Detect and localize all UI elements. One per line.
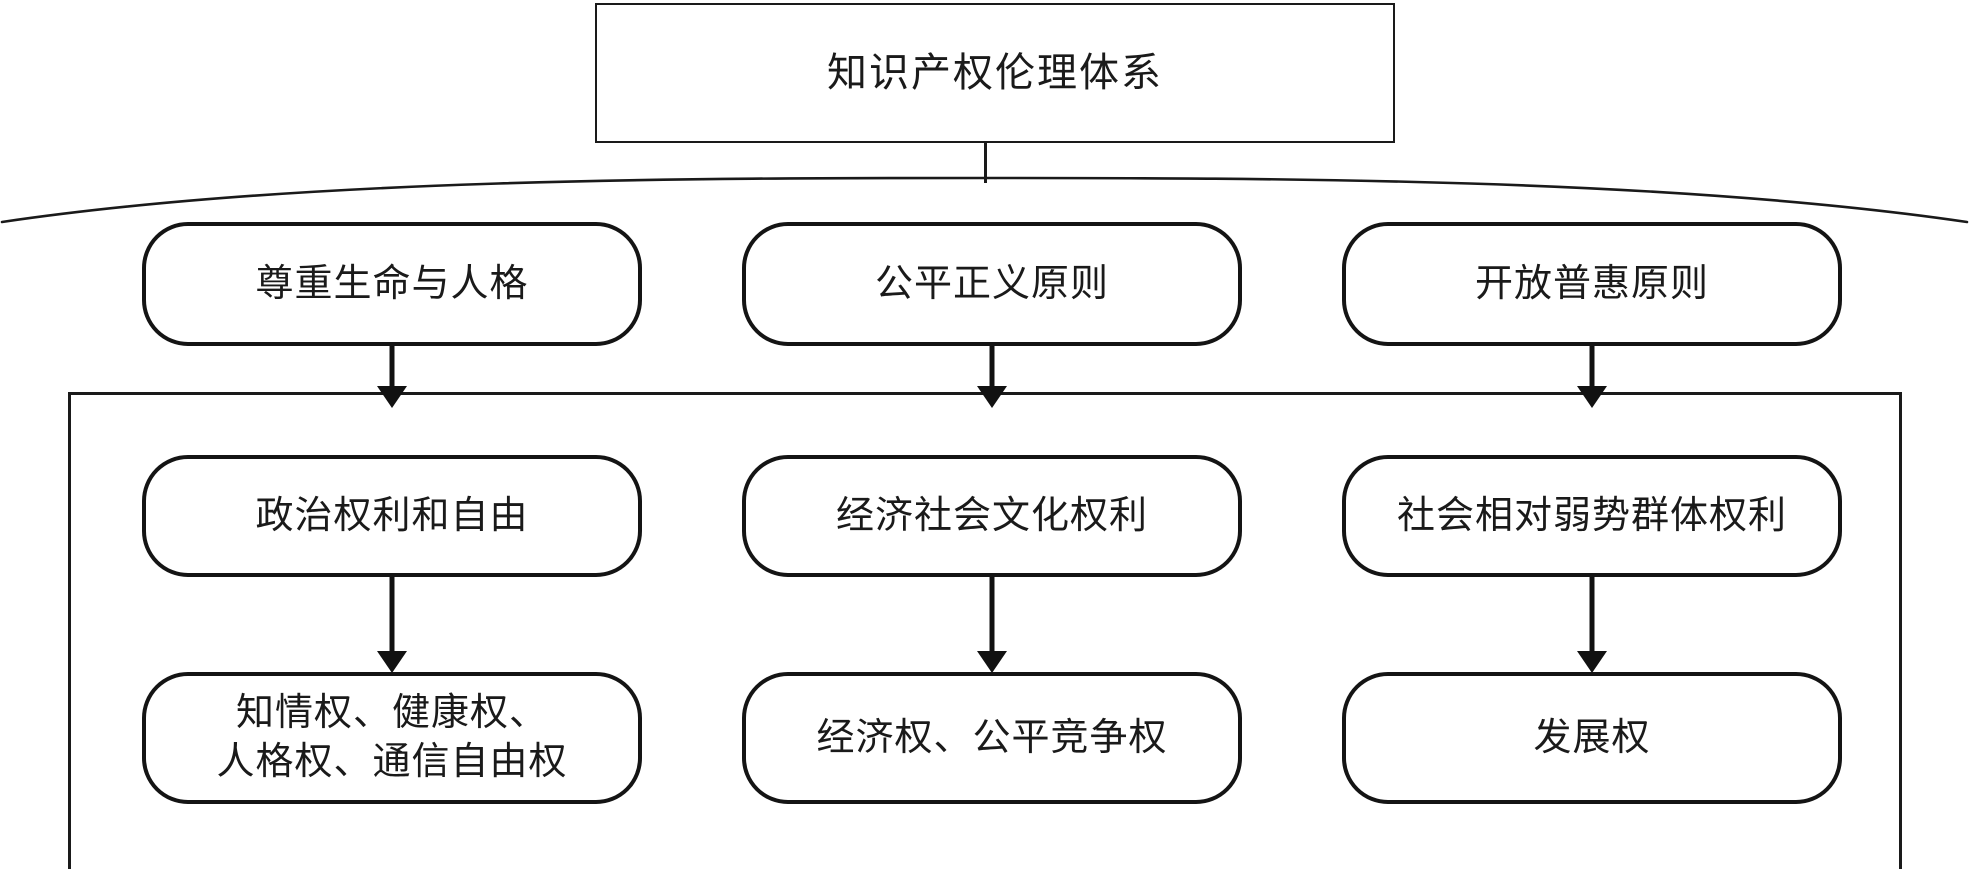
principle-label-1: 尊重生命与人格: [255, 262, 529, 305]
category-box-1: 政治权利和自由: [142, 455, 642, 577]
arrow-category-1-to-rights-1: [372, 577, 412, 673]
principle-box-3: 开放普惠原则: [1342, 222, 1842, 346]
root-node-box: 知识产权伦理体系: [595, 3, 1395, 143]
principle-label-3: 开放普惠原则: [1474, 262, 1709, 305]
category-label-2: 经济社会文化权利: [835, 494, 1148, 537]
rights-label-2: 经济权、公平竞争权: [816, 716, 1168, 759]
arrow-shaft: [1589, 577, 1595, 653]
arrow-shaft: [389, 577, 395, 653]
principle-box-1: 尊重生命与人格: [142, 222, 642, 346]
principle-box-2: 公平正义原则: [742, 222, 1242, 346]
rights-box-2: 经济权、公平竞争权: [742, 672, 1242, 804]
rights-box-3: 发展权: [1342, 672, 1842, 804]
rights-label-3: 发展权: [1533, 716, 1651, 759]
principle-label-2: 公平正义原则: [874, 262, 1109, 305]
rights-box-1: 知情权、健康权、 人格权、通信自由权: [142, 672, 642, 804]
arrow-shaft: [1589, 346, 1595, 388]
arrow-head-icon: [377, 651, 407, 673]
category-label-1: 政治权利和自由: [255, 494, 529, 537]
rights-label-1: 知情权、健康权、 人格权、通信自由权: [216, 692, 568, 783]
arrow-head-icon: [977, 386, 1007, 408]
root-node-label: 知识产权伦理体系: [827, 50, 1163, 95]
arrow-shaft: [989, 346, 995, 388]
arrow-head-icon: [1577, 386, 1607, 408]
category-box-2: 经济社会文化权利: [742, 455, 1242, 577]
root-connector-stem: [984, 143, 987, 183]
category-box-3: 社会相对弱势群体权利: [1342, 455, 1842, 577]
category-label-3: 社会相对弱势群体权利: [1396, 494, 1787, 537]
arrow-shaft: [989, 577, 995, 653]
arrow-head-icon: [1577, 651, 1607, 673]
arrow-head-icon: [977, 651, 1007, 673]
arrow-shaft: [389, 346, 395, 388]
arrow-head-icon: [377, 386, 407, 408]
arrow-principle-1-to-category-1: [372, 346, 412, 408]
arrow-principle-2-to-category-2: [972, 346, 1012, 408]
arrow-category-3-to-rights-3: [1572, 577, 1612, 673]
arrow-category-2-to-rights-2: [972, 577, 1012, 673]
arrow-principle-3-to-category-3: [1572, 346, 1612, 408]
